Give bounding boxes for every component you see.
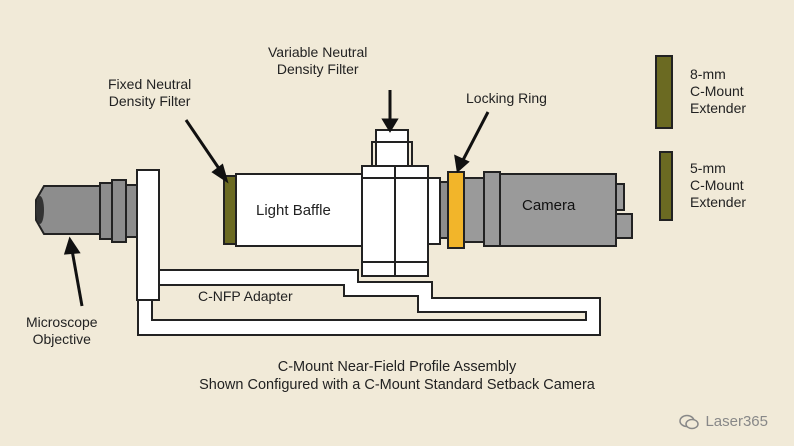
leader-arrows	[63, 90, 490, 307]
variable-nd-filter-knob	[375, 129, 409, 167]
extender-8mm	[655, 55, 673, 129]
locking-ring	[447, 171, 465, 249]
adapter-label: C-NFP Adapter	[198, 288, 293, 304]
extender-8mm-label-line3: Extender	[690, 100, 747, 116]
caption-line2: Shown Configured with a C-Mount Standard…	[199, 377, 595, 393]
objective-label: Microscope Objective	[26, 314, 98, 348]
light-baffle-label: Light Baffle	[256, 202, 331, 219]
watermark: Laser365	[679, 413, 768, 430]
extender-5mm-label-line1: 5-mm	[690, 160, 726, 176]
extender-5mm	[659, 151, 673, 221]
extender-8mm-label-line1: 8-mm	[690, 66, 726, 82]
mounting-plate	[136, 169, 160, 301]
caption-line1: C-Mount Near-Field Profile Assembly	[277, 359, 517, 375]
fixed-nd-filter	[223, 175, 237, 245]
variable-filter-label-line2: Density Filter	[276, 61, 359, 77]
variable-filter-label-line1: Variable Neutral	[268, 44, 368, 60]
fixed-filter-label: Fixed Neutral Density Filter	[108, 76, 191, 110]
figure-caption: C-Mount Near-Field Profile Assembly Show…	[0, 358, 794, 394]
variable-filter-label: Variable Neutral Density Filter	[268, 44, 367, 78]
locking-ring-label: Locking Ring	[466, 90, 547, 106]
fixed-filter-label-line1: Fixed Neutral	[108, 76, 192, 92]
camera-body	[463, 171, 633, 247]
extender-8mm-label-line2: C-Mount	[690, 83, 744, 99]
light-baffle	[235, 173, 363, 247]
extender-5mm-label-line3: Extender	[690, 194, 747, 210]
extender-5mm-label: 5-mm C-Mount Extender	[690, 160, 746, 211]
c-nfp-adapter-plate	[137, 269, 601, 336]
watermark-text: Laser365	[705, 413, 768, 430]
chat-bubble-icon	[679, 414, 700, 429]
objective-label-line1: Microscope	[26, 314, 98, 330]
camera-label: Camera	[522, 197, 576, 214]
objective-label-line2: Objective	[32, 331, 91, 347]
extender-5mm-label-line2: C-Mount	[690, 177, 744, 193]
fixed-filter-label-line2: Density Filter	[108, 93, 191, 109]
extender-8mm-label: 8-mm C-Mount Extender	[690, 66, 746, 117]
microscope-objective	[35, 179, 138, 243]
